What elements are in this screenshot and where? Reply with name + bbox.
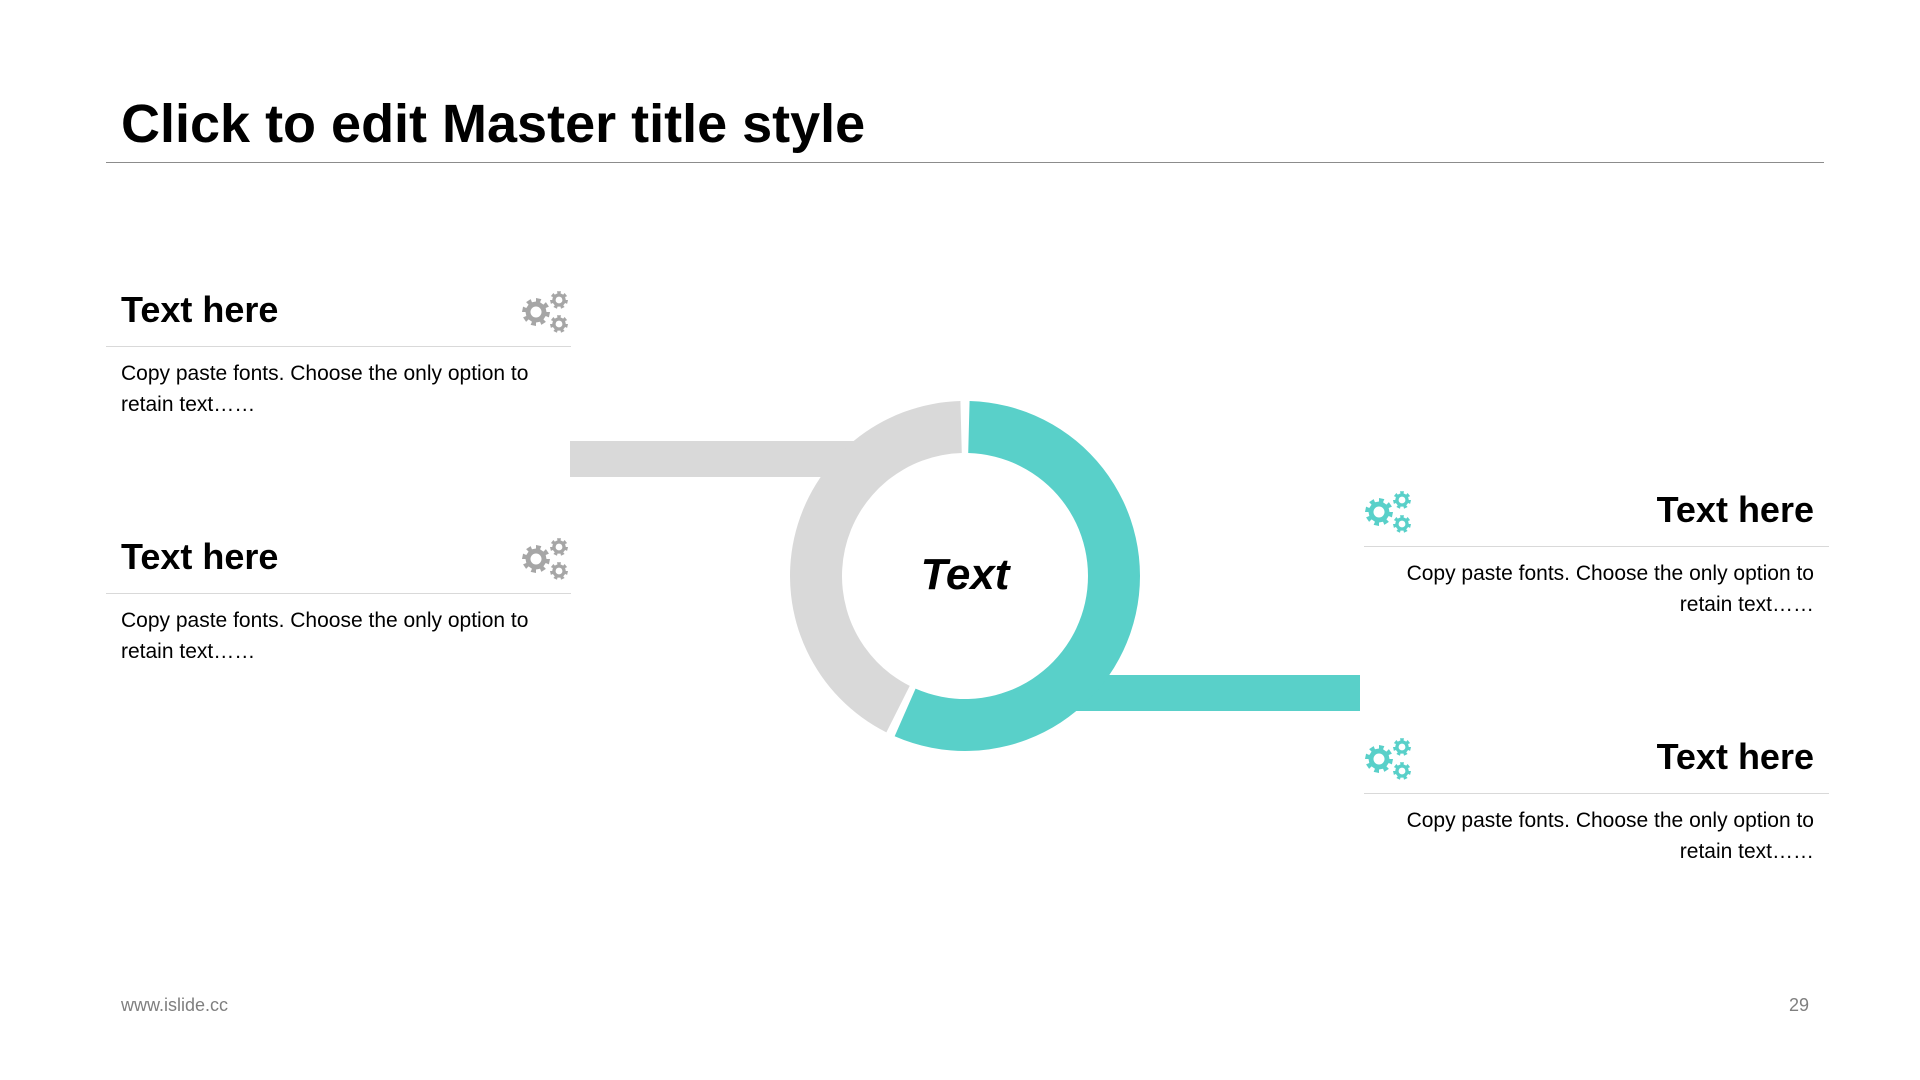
block-heading: Text here [121, 536, 279, 577]
donut-ring [790, 401, 1140, 751]
block-heading: Text here [121, 289, 279, 330]
block-body: Copy paste fonts. Choose the only option… [1406, 809, 1814, 863]
gears-icon [522, 538, 568, 580]
donut-center-label: Text [920, 550, 1010, 599]
title-divider [106, 162, 1824, 163]
gears-icon [1365, 491, 1411, 533]
text-block-top-right: Text here Copy paste fonts. Choose the o… [1364, 488, 1829, 628]
donut-segment-1 [894, 401, 1140, 751]
gears-icon [522, 291, 568, 333]
connector-bars [570, 441, 1360, 711]
block-divider [106, 593, 571, 594]
block-body: Copy paste fonts. Choose the only option… [1406, 562, 1814, 616]
text-block-bottom-right: Text here Copy paste fonts. Choose the o… [1364, 735, 1829, 875]
text-block-top-left: Text here Copy paste fonts. Choose the o… [106, 288, 571, 428]
block-divider [106, 346, 571, 347]
block-body: Copy paste fonts. Choose the only option… [121, 362, 529, 416]
connector-bar-right [1070, 675, 1360, 711]
footer-url: www.islide.cc [121, 995, 229, 1015]
gears-icon [1365, 738, 1411, 780]
block-heading: Text here [1656, 489, 1814, 530]
block-divider [1364, 546, 1829, 547]
page-number: 29 [1788, 995, 1809, 1015]
block-heading: Text here [1656, 736, 1814, 777]
connector-bar-left [570, 441, 860, 477]
donut-hole [843, 454, 1087, 698]
slide-title: Click to edit Master title style [121, 94, 866, 154]
text-block-bottom-left: Text here Copy paste fonts. Choose the o… [106, 535, 571, 675]
block-divider [1364, 793, 1829, 794]
block-body: Copy paste fonts. Choose the only option… [121, 609, 529, 663]
donut-segment-2 [790, 401, 962, 733]
